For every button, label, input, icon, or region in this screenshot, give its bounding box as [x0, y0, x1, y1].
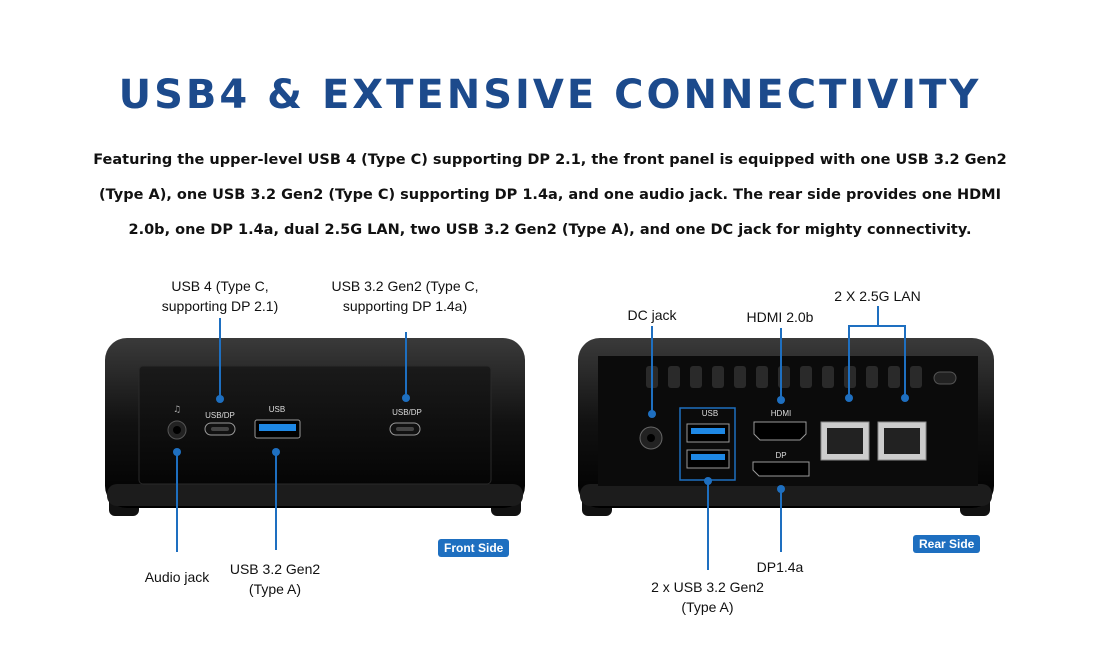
rear-usb-label-line1: 2 x USB 3.2 Gen2	[651, 579, 764, 595]
usbc-label-line1: USB 3.2 Gen2 (Type C,	[331, 278, 479, 294]
usbc-label-line2: supporting DP 1.4a)	[342, 298, 468, 314]
lan-callout-stem	[877, 306, 879, 326]
usbc-callout-line	[405, 332, 407, 397]
usbc-callout-dot	[402, 394, 410, 402]
rear-usb-callout-dot	[704, 477, 712, 485]
rear-side-badge: Rear Side	[913, 535, 981, 553]
rear-usb-label: 2 x USB 3.2 Gen2 (Type A)	[635, 577, 780, 617]
rear-port-dp-mark: DP	[775, 451, 787, 460]
dp-callout-dot	[777, 485, 785, 493]
rear-usb-callout-line	[707, 482, 709, 570]
usba-label-line2: (Type A)	[248, 581, 302, 597]
rear-device-image	[578, 338, 994, 516]
front-side-badge: Front Side	[438, 539, 510, 557]
page-title: USB4 & EXTENSIVE CONNECTIVITY	[118, 72, 982, 118]
svg-text:♫: ♫	[173, 405, 181, 415]
usbc-label: USB 3.2 Gen2 (Type C, supporting DP 1.4a…	[320, 276, 490, 316]
hdmi-callout-line	[780, 328, 782, 400]
dp-callout-line	[780, 490, 782, 552]
rear-port-usb-mark: USB	[701, 409, 719, 418]
hdmi-label: HDMI 2.0b	[746, 309, 814, 325]
usba-callout-line	[275, 452, 277, 550]
dc-jack-callout-dot	[648, 410, 656, 418]
front-port-usb-mark: USB	[268, 405, 286, 414]
rear-usb-label-line2: (Type A)	[681, 599, 734, 615]
front-port-usbdp-2-mark: USB/DP	[392, 408, 422, 417]
lan-callout-right	[904, 325, 906, 397]
lan-callout-dot-1	[845, 394, 853, 402]
dc-jack-label: DC jack	[627, 307, 677, 323]
lan-callout-dot-2	[901, 394, 909, 402]
audio-label: Audio jack	[144, 569, 210, 585]
dc-jack-callout-line	[651, 326, 653, 414]
usb4-label-line1: USB 4 (Type C,	[171, 278, 269, 294]
usb4-label: USB 4 (Type C, supporting DP 2.1)	[140, 276, 300, 316]
usb4-label-line2: supporting DP 2.1)	[161, 298, 279, 314]
usb4-callout-line	[219, 318, 221, 398]
description: Featuring the upper-level USB 4 (Type C)…	[93, 152, 1007, 238]
usb4-callout-dot	[216, 395, 224, 403]
rear-port-hdmi-mark: HDMI	[770, 409, 792, 418]
lan-callout-left	[848, 325, 850, 397]
front-device-image: ♫	[105, 338, 525, 516]
hdmi-callout-dot	[777, 396, 785, 404]
front-port-usbdp-1-mark: USB/DP	[205, 411, 235, 420]
audio-callout-line	[176, 452, 178, 552]
lan-callout-bar	[848, 325, 906, 327]
lan-label: 2 X 2.5G LAN	[834, 288, 921, 304]
usba-label: USB 3.2 Gen2 (Type A)	[215, 559, 335, 599]
usba-label-line1: USB 3.2 Gen2	[229, 561, 321, 577]
dp-label: DP1.4a	[756, 559, 804, 575]
